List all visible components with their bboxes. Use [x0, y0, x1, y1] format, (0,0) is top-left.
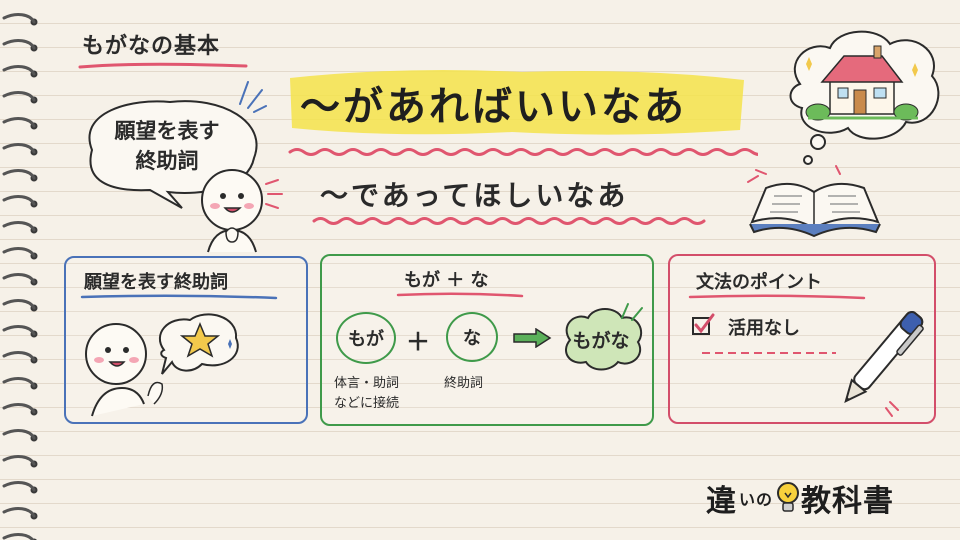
- meaning-title-underline: [80, 294, 278, 300]
- character-icon: [201, 169, 283, 253]
- title-highlight: [290, 70, 744, 135]
- section-title: もがなの基本: [82, 34, 221, 59]
- section-title-underline: [78, 62, 248, 69]
- dashed-line: [702, 352, 836, 354]
- logo-text-1: 違: [706, 484, 737, 519]
- main-title-wave: [288, 148, 758, 156]
- character-wishing-icon: [85, 313, 239, 417]
- result-moganna: もがな: [572, 330, 630, 352]
- part1-description-line2: などに接続: [334, 396, 400, 411]
- checkbox-checked-icon: [692, 313, 715, 335]
- site-logo: 違 いの 教科書: [706, 476, 894, 520]
- pen-icon: [844, 311, 924, 417]
- formation-title-underline: [396, 292, 524, 298]
- logo-text-3: 教科書: [801, 484, 895, 519]
- meaning-card-title: 願望を表す終助詞: [84, 272, 228, 293]
- grammar-card-title: 文法のポイント: [696, 272, 822, 293]
- spiral-binding: [2, 13, 38, 540]
- sparkle-lines-icon: [621, 303, 643, 321]
- formation-card-title: もが ＋ な: [404, 270, 489, 291]
- part1-description-line1: 体言・助詞: [334, 376, 400, 391]
- sub-title-wave: [312, 217, 706, 225]
- grammar-title-underline: [688, 294, 866, 300]
- sub-title: 〜であってほしいなあ: [320, 179, 629, 212]
- part-moga-circle: もが: [336, 312, 396, 364]
- logo-text-2: いの: [739, 490, 774, 509]
- bubble-line-1: 願望を表す: [114, 119, 220, 143]
- result-cloud: [565, 308, 643, 371]
- thought-cloud-house-icon: [789, 30, 940, 165]
- part-na-circle: な: [446, 312, 498, 362]
- part1-description: 体言・助詞 などに接続: [334, 374, 399, 414]
- bubble-text: 願望を表す 終助詞: [92, 116, 242, 176]
- open-book-icon: [747, 165, 881, 238]
- grammar-point-item: 活用なし: [728, 318, 800, 339]
- lightbulb-icon: [777, 482, 800, 512]
- bubble-line-2: 終助詞: [135, 149, 199, 173]
- arrow-right-icon: [513, 328, 552, 348]
- main-title: 〜があればいいなあ: [300, 84, 687, 130]
- emphasis-lines-icon: [239, 81, 267, 113]
- plus-sign: ＋: [406, 328, 430, 356]
- part2-description: 終助詞: [444, 376, 484, 391]
